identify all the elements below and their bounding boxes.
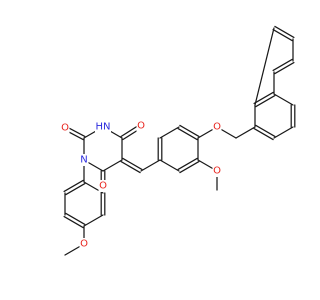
double-bond-n1a-n2a-a — [253, 127, 274, 141]
double-bond-n4b-n8a-b — [255, 94, 276, 108]
double-bond-a3-a4-a — [63, 215, 84, 229]
atom-label-background-o-carbonyl-top-right — [136, 120, 146, 132]
double-bond-a1-a2-b — [65, 182, 86, 196]
atom-label-background-o-methoxy-left — [79, 238, 89, 250]
double-bond-n5-n6-b — [272, 58, 293, 72]
double-bond-c5-cx-a — [120, 160, 141, 174]
atom-label-layer: O HN O N O O O O — [60, 120, 222, 250]
double-bond-r5-r6-b — [179, 160, 200, 174]
double-bond-n7-n8-b — [272, 28, 293, 42]
atom-label-background-o-ether — [212, 121, 222, 133]
double-bond-r3-r4-a — [177, 127, 198, 141]
single-bond-n4a-n4b — [273, 93, 294, 106]
atom-label-o-carbonyl-top-right: O — [137, 121, 145, 132]
single-bond-c5-c6 — [102, 159, 123, 172]
atom-label-background-o-carbonyl-left — [60, 122, 70, 134]
atom-label-o-carbonyl-bottom: O — [99, 181, 107, 192]
single-bond-cx-r1 — [140, 159, 161, 172]
bond-layer — [63, 25, 296, 256]
double-bond-a1-a2-a — [63, 179, 84, 193]
double-bond-n7-n8-a — [274, 25, 295, 39]
single-bond-a4-a5 — [83, 214, 104, 227]
atom-label-background-n-ring — [79, 154, 89, 166]
double-bond-c5-cx-b — [122, 157, 143, 171]
double-bond-r5-r6-a — [177, 157, 198, 171]
double-bond-r3-r4-b — [179, 124, 200, 138]
atom-label-background-o-methoxy-right — [212, 165, 222, 177]
double-bond-a3-a4-b — [65, 212, 86, 226]
atom-label-background-nh-ring — [95, 121, 111, 133]
atom-label-n-ring: N — [80, 155, 87, 166]
double-bond-n5-n6-a — [274, 61, 295, 75]
single-bond-n8-n8a — [254, 27, 275, 106]
single-bond-r2-r3 — [159, 126, 180, 139]
double-bond-n1a-n2a-b — [255, 124, 276, 138]
single-bond-n2a-n3a — [273, 126, 294, 139]
atom-label-o-methoxy-right: O — [213, 166, 221, 177]
atom-label-o-methoxy-left: O — [80, 239, 88, 250]
atom-label-o-ether: O — [213, 122, 221, 133]
atom-label-o-carbonyl-left: O — [61, 123, 69, 134]
single-bond-r6-r1 — [159, 159, 180, 172]
double-bond-n4b-n8a-a — [253, 91, 274, 105]
atom-label-nh-ring: HN — [96, 122, 111, 133]
single-bond-ch2-n1a — [235, 126, 256, 139]
molecule-structure: O HN O N O O O O — [60, 25, 296, 256]
atom-label-background-o-carbonyl-bottom — [98, 180, 108, 192]
